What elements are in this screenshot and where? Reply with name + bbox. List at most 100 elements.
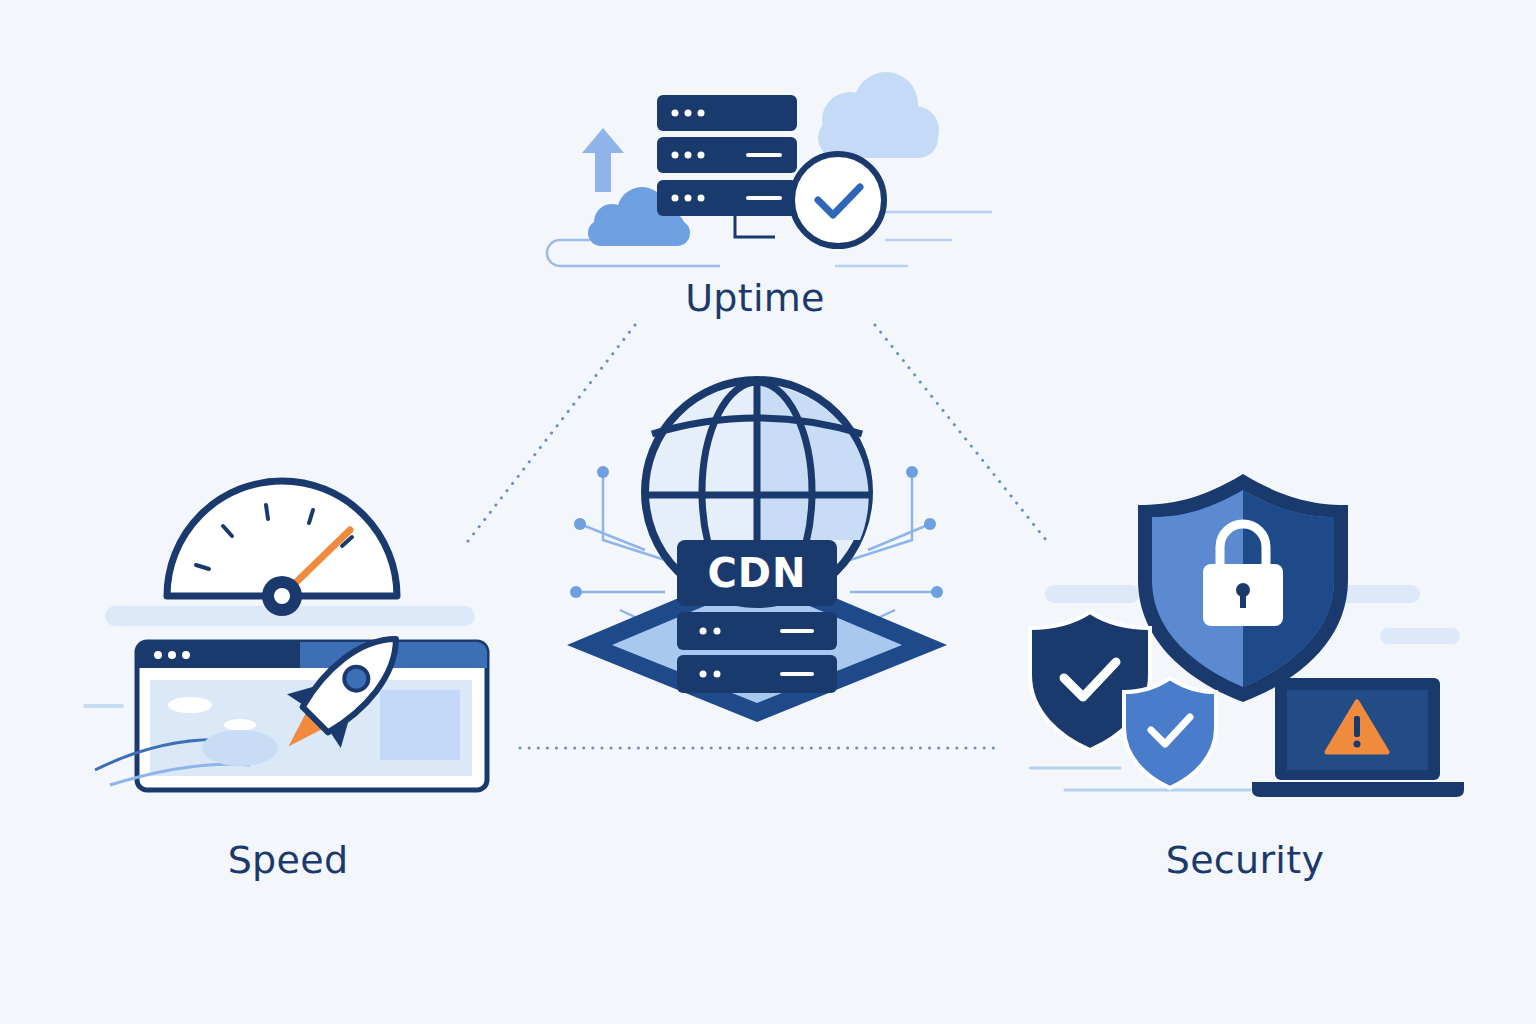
server-stack [700,628,707,635]
large-shield [1152,490,1334,687]
laptop-warning [1287,690,1428,770]
laptop-warning [1354,741,1361,748]
speedometer [274,588,290,604]
browser-window [137,642,487,668]
server-stack [782,672,812,676]
dotted-connector [875,325,1050,545]
speed-group: Speed [85,545,520,890]
motion-line [1065,789,1250,792]
large-shield [1220,524,1266,566]
motion-line [85,704,122,708]
laptop-warning [1252,782,1464,797]
server-stack [685,195,692,202]
rocket [110,764,250,785]
cloud [818,72,939,158]
browser-window [182,651,190,659]
server-stack [748,196,780,200]
server-stack [698,110,705,117]
server-stack [672,152,679,159]
cdn-box: CDN [677,540,837,606]
browser-window [168,651,176,659]
server-stack [700,628,721,678]
rocket [298,622,413,737]
server-stack [685,110,692,117]
security-group: Security [1000,545,1465,890]
browser-window [154,651,190,659]
large-shield [1203,564,1283,626]
section-label: Speed [228,838,349,882]
server-stack [657,137,797,173]
cloud [588,220,690,246]
server-stack [657,180,797,216]
server-stack [714,628,721,635]
speedometer [223,526,232,536]
server-stack [677,655,837,693]
network-node [570,586,582,598]
check-badge [818,187,860,215]
laptop-warning [1252,678,1464,797]
rocket [262,612,423,773]
section-label: Uptime [685,276,825,320]
speedometer [266,505,268,519]
globe [645,492,869,499]
motion-line [835,265,908,268]
globe [652,418,862,434]
speedometer [196,505,352,569]
large-shield [1138,474,1348,702]
network-node [574,518,586,530]
server-stack [698,195,705,202]
laptop-warning [1354,716,1360,737]
server-stack [677,612,837,650]
uptime-illustration [547,72,992,266]
laptop-warning [1275,678,1440,780]
server-stack [735,216,775,237]
cdn-illustration [567,380,947,722]
server-stack [657,95,797,237]
speedometer [262,576,302,616]
speedometer [196,565,209,569]
server-stack [672,110,705,202]
rocket [339,662,373,696]
check-shield [1124,678,1216,788]
up-arrow [582,128,624,192]
motion-line [1030,767,1120,770]
browser-window [154,651,162,659]
server-stack [657,95,797,131]
server-stack [685,152,692,159]
box-label: CDN [707,550,806,596]
laptop-warning [1327,702,1387,752]
server-stack [672,195,679,202]
uptime-group: Uptime [530,80,990,325]
check-shield [1124,678,1216,788]
check-shield [1064,662,1116,697]
server-stack [782,629,812,633]
server-stack [698,152,705,159]
dotted-connector [520,747,1000,750]
network-node [906,466,918,478]
check-badge [792,154,884,246]
light-bar [1380,628,1460,644]
speedometer [309,510,313,523]
server-stack [672,110,679,117]
browser-window [380,690,460,760]
speedometer [167,481,397,616]
server-stack [748,153,780,157]
check-shield [1151,717,1190,744]
large-shield [1138,474,1348,702]
browser-window [224,719,256,731]
speed-illustration [85,481,487,790]
large-shield [1240,592,1246,608]
server-stack [677,612,837,693]
network-node [924,518,936,530]
security-illustration [1030,474,1464,797]
network-node [597,466,609,478]
rocket [202,730,278,766]
browser-window [168,697,212,713]
cloud [588,187,690,246]
dotted-connector [465,325,635,545]
light-bar [1045,585,1140,603]
check-badge [792,154,884,246]
server-stack [700,671,707,678]
motion-line [1030,768,1250,790]
